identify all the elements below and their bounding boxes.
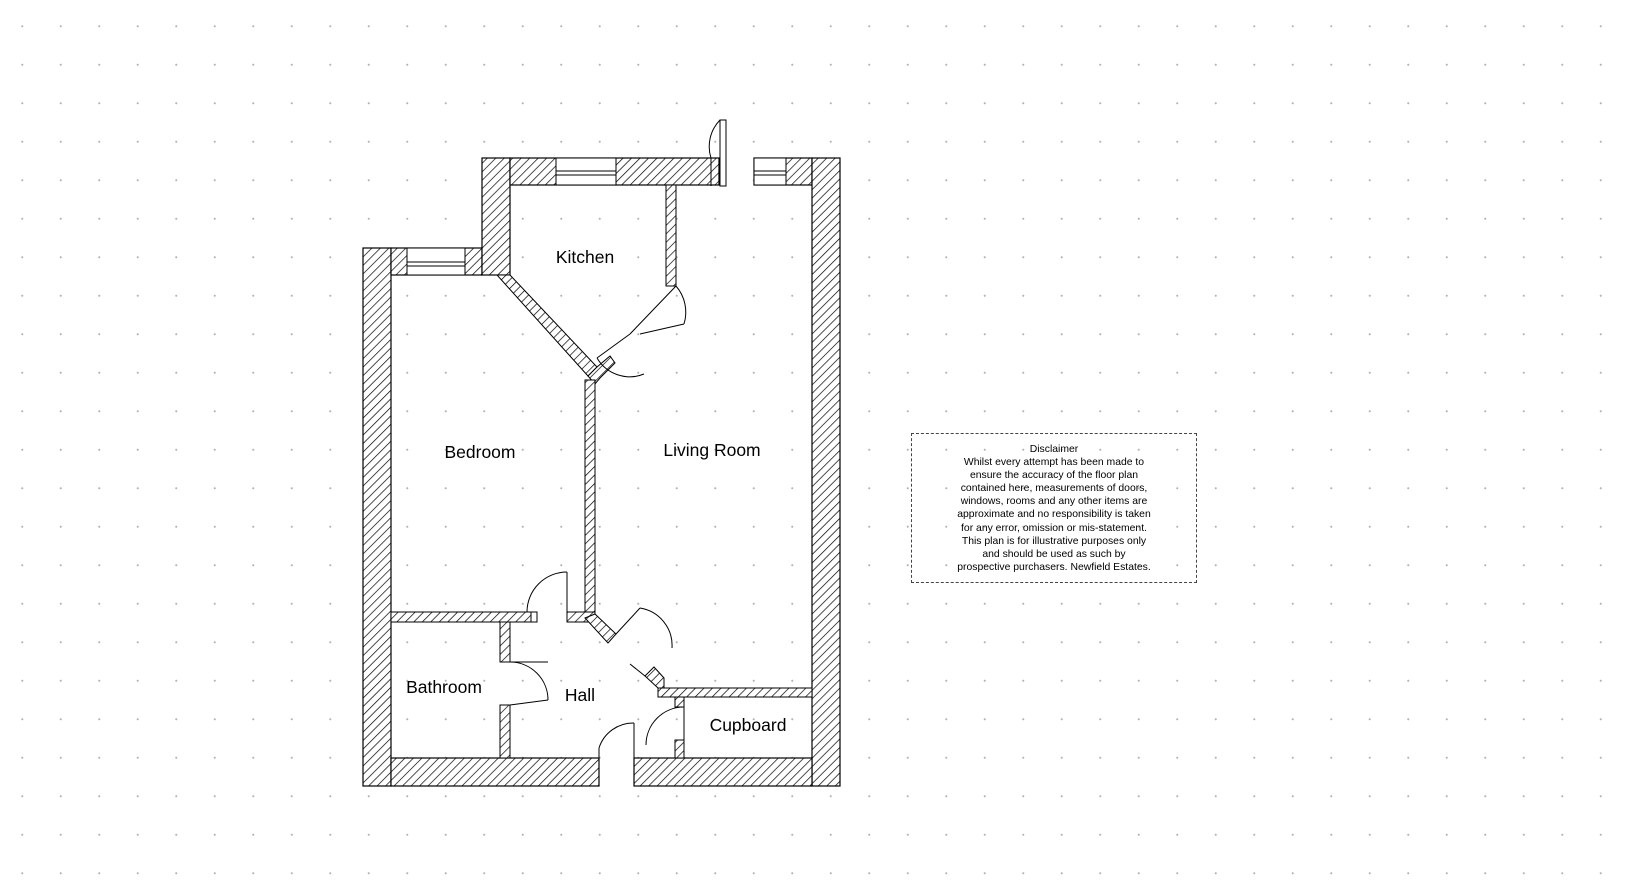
- wall-kitchen-left: [481, 157, 511, 276]
- disclaimer-line: prospective purchasers. Newfield Estates…: [957, 561, 1151, 573]
- outer-walls: [362, 157, 841, 787]
- internal-walls: [390, 184, 813, 759]
- disclaimer-line: windows, rooms and any other items are: [960, 496, 1148, 508]
- room-label-bedroom: Bedroom: [444, 442, 515, 462]
- disclaimer-line: approximate and no responsibility is tak…: [957, 509, 1151, 521]
- door-bathroom: [509, 661, 549, 706]
- wall-bottom-left: [390, 757, 600, 787]
- wall-cupboard-left: [674, 696, 685, 708]
- room-label-cupboard: Cupboard: [710, 715, 787, 735]
- disclaimer-box: Disclaimer Whilst every attempt has been…: [911, 433, 1197, 583]
- wall-cupboard-left-lower: [674, 739, 685, 759]
- disclaimer-line: for any error, omission or mis-statement…: [961, 522, 1147, 534]
- disclaimer-line: and should be used as such by: [982, 548, 1126, 560]
- room-label-kitchen: Kitchen: [556, 247, 614, 267]
- window-kitchen: [555, 157, 617, 186]
- wall-kitchen-living: [665, 184, 677, 287]
- wall-bedroom-living: [584, 379, 596, 619]
- window-living: [753, 157, 787, 186]
- room-label-hall: Hall: [565, 685, 595, 705]
- wall-bedroom-bottom: [390, 611, 532, 623]
- window-bedroom: [406, 247, 466, 276]
- doors: [509, 119, 727, 786]
- door-living-hall: [615, 607, 673, 677]
- wall-bedroom-kitchen-diagonal: [495, 274, 598, 377]
- disclaimer-title: Disclaimer: [1029, 444, 1079, 455]
- wall-bathroom-right: [499, 621, 511, 663]
- wall-living-bottom-diagonal: [644, 666, 665, 689]
- room-label-living-room: Living Room: [663, 440, 760, 460]
- door-cupboard: [645, 706, 685, 746]
- disclaimer-line: Whilst every attempt has been made to: [963, 457, 1145, 469]
- wall-left: [362, 247, 392, 787]
- wall-right: [811, 157, 841, 787]
- wall-bathroom-right-lower: [499, 704, 511, 759]
- wall-bottom-right: [633, 757, 813, 787]
- door-entrance: [598, 722, 635, 786]
- room-label-bathroom: Bathroom: [406, 677, 482, 697]
- disclaimer-line: This plan is for illustrative purposes o…: [961, 535, 1147, 547]
- wall-living-bottom: [657, 687, 813, 698]
- door-living-external: [708, 119, 727, 187]
- disclaimer-line: contained here, measurements of doors,: [960, 483, 1148, 495]
- wall-hall-living-diagonal: [584, 613, 617, 644]
- windows: [406, 157, 787, 276]
- door-bedroom: [526, 571, 568, 623]
- disclaimer-line: ensure the accuracy of the floor plan: [969, 470, 1139, 482]
- door-kitchen: [596, 285, 687, 378]
